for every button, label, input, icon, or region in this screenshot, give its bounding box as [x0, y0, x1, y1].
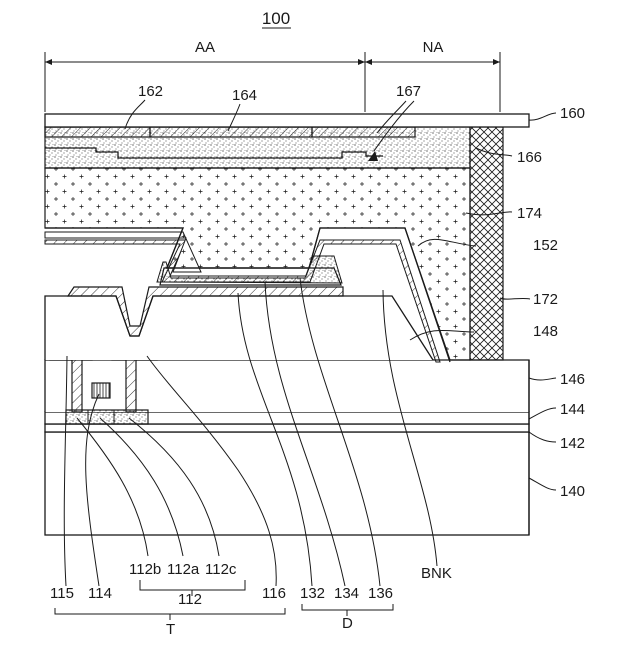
label-115: 115	[50, 585, 74, 602]
label-160: 160	[560, 105, 585, 122]
label-174: 174	[517, 205, 542, 222]
figure-number: 100	[262, 9, 290, 28]
leader-140	[529, 478, 556, 490]
label-112c: 112c	[205, 561, 237, 578]
label-166: 166	[517, 149, 542, 166]
label-114: 114	[88, 585, 112, 602]
label-167: 167	[396, 83, 421, 100]
label-142: 142	[560, 435, 585, 452]
color-filter-164	[150, 127, 312, 137]
black-matrix-162-left	[45, 127, 150, 137]
cover-substrate-160	[45, 114, 529, 127]
gate-electrode-114	[92, 383, 110, 398]
label-164: 164	[232, 87, 257, 104]
leader-146	[529, 378, 556, 380]
label-132: 132	[300, 585, 325, 602]
label-162: 162	[138, 83, 163, 100]
label-140: 140	[560, 483, 585, 500]
label-152: 152	[533, 237, 558, 254]
label-144: 144	[560, 401, 585, 418]
label-112a: 112a	[167, 561, 200, 578]
label-172: 172	[533, 291, 558, 308]
leader-144	[529, 408, 556, 419]
label-146: 146	[560, 371, 585, 388]
buffer-layer-142	[45, 424, 529, 432]
label-d: D	[342, 615, 353, 632]
label-148: 148	[533, 323, 558, 340]
label-136: 136	[368, 585, 393, 602]
label-t: T	[166, 621, 175, 638]
brace-t	[55, 608, 285, 620]
region-dimension: AA NA	[45, 39, 500, 112]
label-134: 134	[334, 585, 359, 602]
dam-172	[470, 127, 503, 360]
figure-title: 100	[262, 9, 291, 28]
substrate-140	[45, 432, 529, 535]
label-112: 112	[178, 591, 202, 608]
leader-160	[529, 113, 556, 120]
region-aa-label: AA	[195, 39, 215, 56]
region-na-label: NA	[423, 39, 444, 56]
label-112b: 112b	[129, 561, 161, 578]
planarization-layer-146	[45, 360, 529, 412]
leader-172	[500, 298, 530, 299]
label-116: 116	[262, 585, 286, 602]
label-bnk: BNK	[421, 565, 452, 582]
leader-142	[529, 432, 556, 442]
black-matrix-162-right	[312, 127, 415, 137]
